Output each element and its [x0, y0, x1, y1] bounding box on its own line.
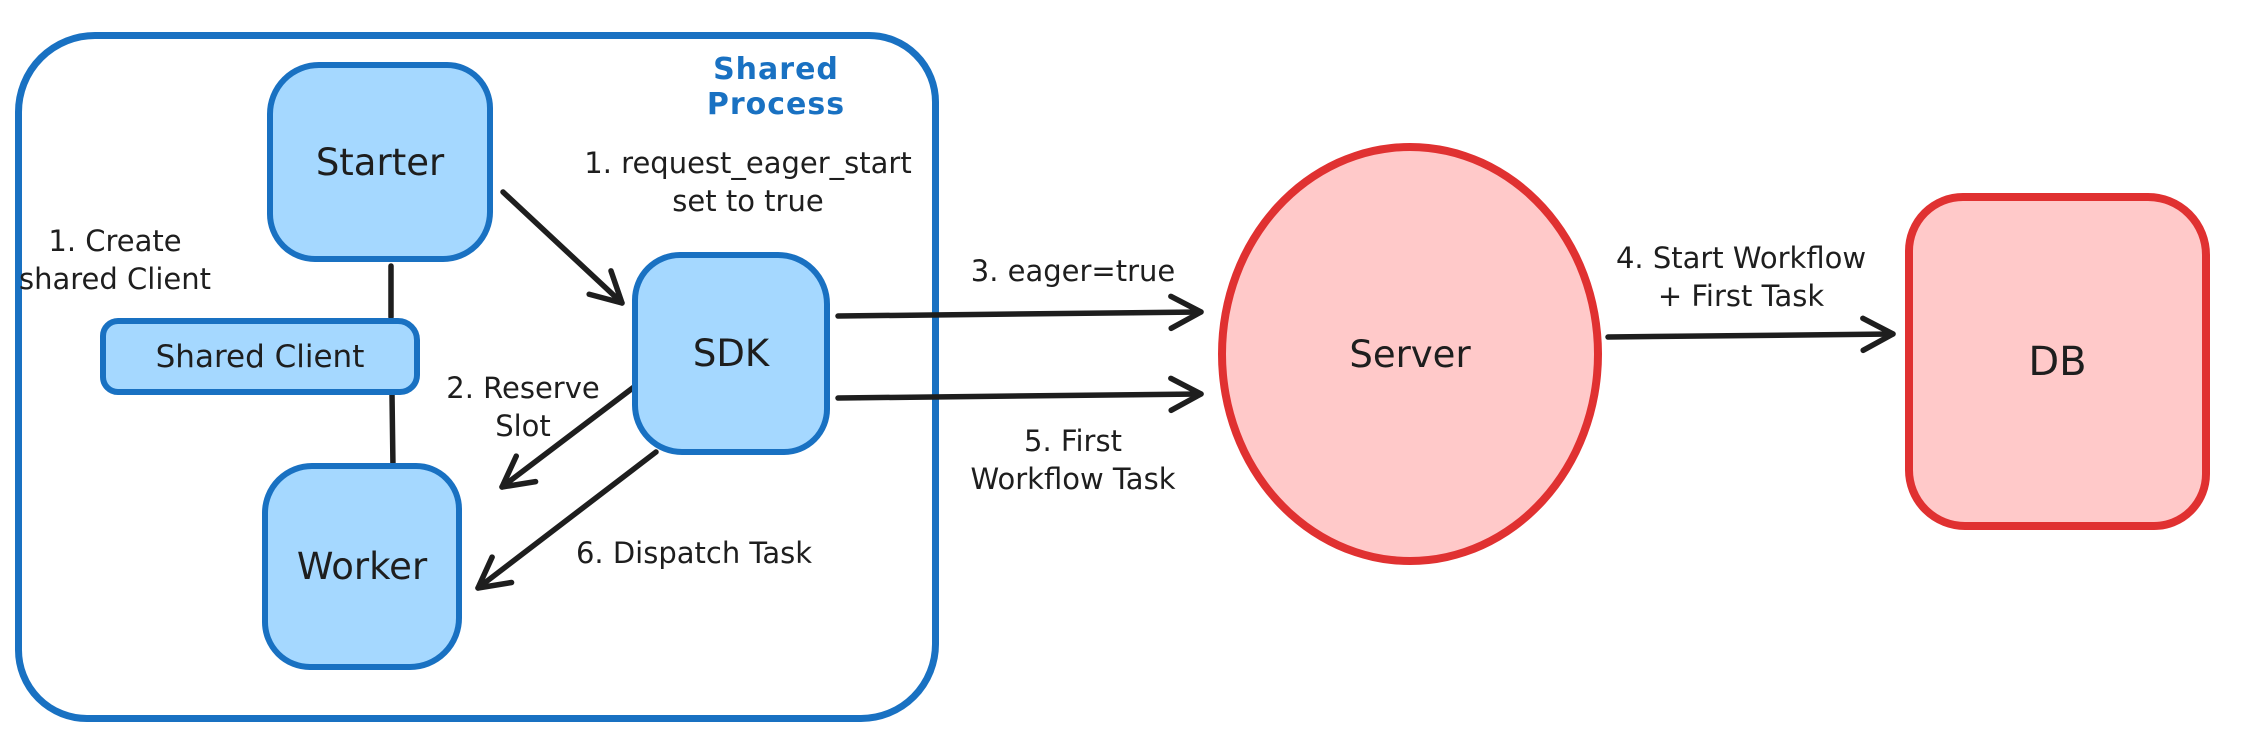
- annotation-dispatch-task: 6. Dispatch Task: [553, 534, 835, 572]
- node-server-label: Server: [1349, 332, 1471, 376]
- node-starter: Starter: [267, 62, 493, 262]
- node-starter-label: Starter: [315, 140, 445, 184]
- annotation-line: 1. Create: [48, 224, 182, 258]
- annotation-line: + First Task: [1657, 279, 1825, 313]
- node-server: Server: [1218, 143, 1602, 565]
- annotation-line: 5. First: [1024, 424, 1122, 458]
- node-sdk: SDK: [632, 252, 830, 455]
- annotation-request-eager-start: 1. request_eager_start set to true: [553, 144, 943, 220]
- annotation-line: 1. request_eager_start: [584, 146, 912, 180]
- node-sdk-label: SDK: [692, 332, 770, 375]
- annotation-line: 4. Start Workflow: [1615, 241, 1867, 275]
- annotation-eager-true: 3. eager=true: [950, 252, 1196, 290]
- shared-process-container: [15, 32, 939, 722]
- shared-process-label: Shared Process: [706, 52, 846, 122]
- arrow-start-workflow-first-task: [1605, 315, 1896, 354]
- annotation-line: 2. Reserve: [446, 371, 600, 405]
- node-worker-label: Worker: [296, 545, 428, 588]
- annotation-line: 3. eager=true: [970, 254, 1176, 288]
- annotation-create-shared-client: 1. Create shared Client: [17, 222, 213, 298]
- node-shared-client-label: Shared Client: [155, 338, 365, 375]
- annotation-reserve-slot: 2. Reserve Slot: [430, 369, 616, 445]
- annotation-first-workflow-task: 5. First Workflow Task: [945, 422, 1201, 498]
- annotation-line: Slot: [495, 409, 551, 443]
- node-shared-client: Shared Client: [100, 318, 420, 395]
- annotation-line: Workflow Task: [970, 462, 1176, 496]
- annotation-line: 6. Dispatch Task: [575, 536, 813, 570]
- annotation-line: shared Client: [19, 262, 211, 296]
- node-worker: Worker: [262, 463, 462, 670]
- node-db-label: DB: [2028, 338, 2087, 385]
- annotation-line: set to true: [672, 184, 824, 218]
- node-db: DB: [1905, 193, 2210, 530]
- annotation-start-workflow-first-task: 4. Start Workflow + First Task: [1585, 239, 1897, 315]
